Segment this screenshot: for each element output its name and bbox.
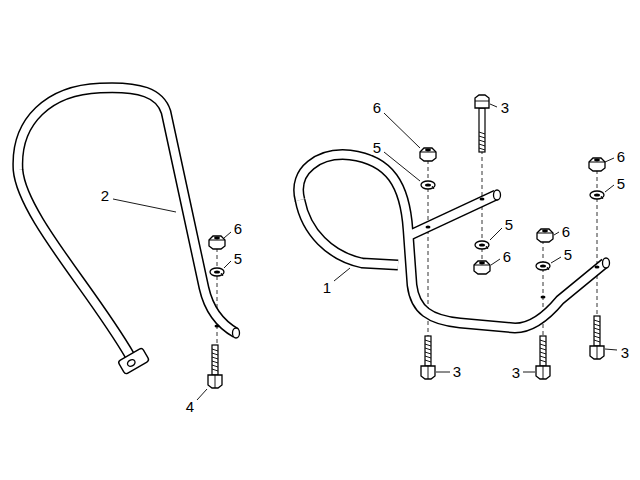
- callout-number: 5: [615, 176, 627, 191]
- callout-number: 2: [99, 188, 111, 203]
- callout-number: 6: [371, 100, 383, 115]
- callout-number: 3: [499, 100, 511, 115]
- callout-number: 4: [184, 399, 196, 414]
- callout-number: 6: [615, 149, 627, 164]
- callout-number: 3: [619, 345, 631, 360]
- callout-number: 6: [501, 249, 513, 264]
- callout-number: 3: [451, 364, 463, 379]
- callout-number: 3: [510, 365, 522, 380]
- callout-number: 1: [321, 280, 333, 295]
- callout-number: 6: [560, 224, 572, 239]
- callout-number: 6: [232, 221, 244, 236]
- callout-number: 5: [562, 247, 574, 262]
- callout-number: 5: [503, 217, 515, 232]
- callout-number: 5: [232, 251, 244, 266]
- callout-number: 5: [371, 140, 383, 155]
